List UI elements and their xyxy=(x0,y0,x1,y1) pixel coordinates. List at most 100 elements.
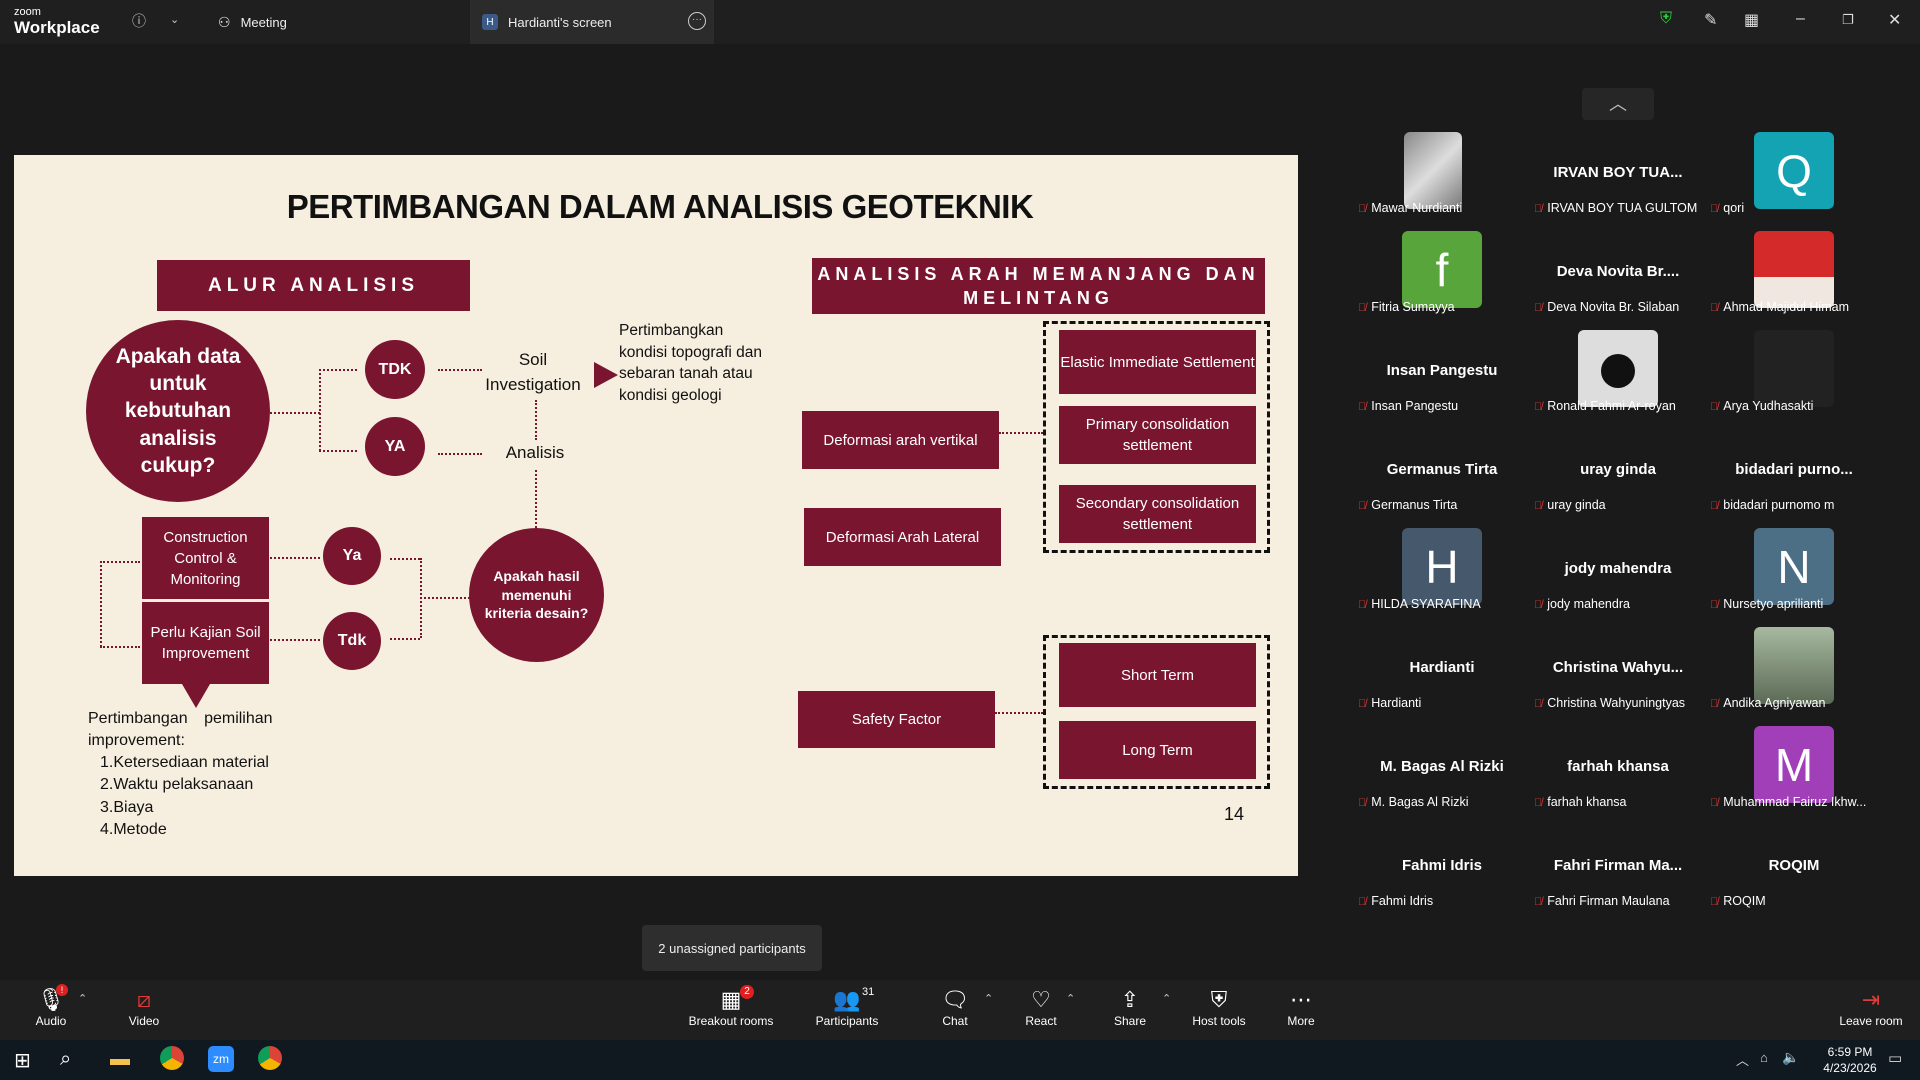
participant-name-label: 🎙̸Fahmi Idris xyxy=(1358,894,1530,908)
muted-mic-icon: 🎙̸ xyxy=(1358,797,1367,809)
video-button[interactable]: ⧄ Video xyxy=(99,986,189,1028)
leave-room-button[interactable]: ⇥ Leave room xyxy=(1826,986,1916,1028)
participant-label-text: jody mahendra xyxy=(1547,597,1630,611)
participant-tile[interactable]: 🎙̸Andika Agniyawan xyxy=(1706,616,1882,715)
participant-name-label: 🎙̸qori xyxy=(1710,201,1882,215)
title-bar: zoom Workplace ⓘ ⌄ ⚇ Meeting H Hardianti… xyxy=(0,0,1920,44)
chrome-icon-2[interactable] xyxy=(258,1046,282,1070)
participant-display-name: Hardianti xyxy=(1409,659,1475,676)
participant-tile[interactable]: uray ginda🎙̸uray ginda xyxy=(1530,418,1706,517)
participant-tile[interactable]: bidadari purno...🎙̸bidadari purnomo m xyxy=(1706,418,1882,517)
breakout-rooms-button[interactable]: ▦ Breakout rooms 2 xyxy=(686,985,776,1028)
long-term-box: Long Term xyxy=(1059,721,1256,779)
chat-button[interactable]: 🗨 Chat xyxy=(910,986,1000,1028)
participant-name-label: 🎙̸ROQIM xyxy=(1710,894,1882,908)
tab-screen-label: Hardianti's screen xyxy=(508,14,612,30)
brand-top: zoom xyxy=(14,6,41,18)
host-tools-button[interactable]: ⛨ Host tools xyxy=(1174,986,1264,1028)
participant-tile[interactable]: 🎙̸Arya Yudhasakti xyxy=(1706,319,1882,418)
slide-page-number: 14 xyxy=(1224,804,1245,824)
info-icon[interactable]: ⓘ xyxy=(132,13,146,29)
share-options-chevron-icon[interactable]: ⌃ xyxy=(1162,993,1172,1005)
audio-options-chevron-icon[interactable]: ⌃ xyxy=(78,993,88,1005)
notification-icon[interactable]: ▭ xyxy=(1888,1050,1903,1067)
clock-time: 6:59 PM xyxy=(1827,1045,1873,1059)
muted-mic-icon: 🎙̸ xyxy=(1710,203,1719,215)
participant-tile[interactable]: f🎙̸Fitria Sumayya xyxy=(1354,220,1530,319)
chat-options-chevron-icon[interactable]: ⌃ xyxy=(984,993,994,1005)
react-options-chevron-icon[interactable]: ⌃ xyxy=(1066,993,1076,1005)
alur-analisis-header: ALUR ANALISIS xyxy=(157,260,470,311)
audio-button[interactable]: 🎙 Audio ! xyxy=(6,984,96,1028)
connector xyxy=(438,369,482,371)
volume-icon[interactable]: 🔈 xyxy=(1782,1049,1800,1065)
participant-tile[interactable]: farhah khansa🎙̸farhah khansa xyxy=(1530,715,1706,814)
participant-tile[interactable]: Q🎙̸qori xyxy=(1706,121,1882,220)
connector xyxy=(390,558,420,560)
participant-tile[interactable]: IRVAN BOY TUA...🎙̸IRVAN BOY TUA GULTOM xyxy=(1530,121,1706,220)
annotate-pen-icon[interactable]: ✎ xyxy=(1704,12,1718,29)
tab-shared-screen[interactable]: H Hardianti's screen ··· xyxy=(470,0,714,44)
close-icon[interactable]: ✕ xyxy=(1888,12,1902,29)
clock[interactable]: 6:59 PM 4/23/2026 xyxy=(1810,1044,1890,1076)
more-button[interactable]: ⋯ More xyxy=(1256,986,1346,1028)
participant-tile[interactable]: Hardianti🎙̸Hardianti xyxy=(1354,616,1530,715)
participant-tile[interactable]: 🎙̸Mawar Nurdianti xyxy=(1354,121,1530,220)
participant-tile[interactable]: M. Bagas Al Rizki🎙̸M. Bagas Al Rizki xyxy=(1354,715,1530,814)
view-layout-icon[interactable]: ▦ xyxy=(1744,12,1760,29)
participant-display-name: Insan Pangestu xyxy=(1386,362,1498,379)
share-button[interactable]: ⇪ Share xyxy=(1085,986,1175,1028)
participant-tile[interactable]: Fahri Firman Ma...🎙̸Fahri Firman Maulana xyxy=(1530,814,1706,913)
muted-mic-icon: 🎙̸ xyxy=(1710,797,1719,809)
participant-tile[interactable]: M🎙̸Muhammad Fairuz Ikhw... xyxy=(1706,715,1882,814)
windows-start-icon[interactable]: ⊞ xyxy=(14,1050,31,1072)
participant-name-label: 🎙̸bidadari purnomo m xyxy=(1710,498,1882,512)
connector xyxy=(100,561,102,647)
analisis-label: Analisis xyxy=(505,443,565,462)
muted-mic-icon: 🎙̸ xyxy=(1358,302,1367,314)
participant-tile[interactable]: 🎙̸Ronald Fahmi Ar-royan xyxy=(1530,319,1706,418)
participant-tile[interactable]: jody mahendra🎙̸jody mahendra xyxy=(1530,517,1706,616)
participant-tile[interactable]: Christina Wahyu...🎙̸Christina Wahyuningt… xyxy=(1530,616,1706,715)
react-button[interactable]: ♡ React xyxy=(996,986,1086,1028)
chevron-up-icon[interactable]: ︿ xyxy=(1582,88,1654,120)
chrome-icon[interactable] xyxy=(160,1046,184,1070)
file-explorer-icon[interactable]: ▬ xyxy=(110,1048,130,1070)
more-options-icon[interactable]: ··· xyxy=(688,12,706,30)
participant-label-text: IRVAN BOY TUA GULTOM xyxy=(1547,201,1698,215)
participant-label-text: Nursetyo aprilianti xyxy=(1723,597,1824,611)
muted-mic-icon: 🎙̸ xyxy=(1534,302,1543,314)
participant-display-name: M. Bagas Al Rizki xyxy=(1380,758,1504,775)
chevron-down-icon[interactable]: ⌄ xyxy=(170,14,180,26)
leave-room-icon: ⇥ xyxy=(1861,987,1881,1012)
more-label: More xyxy=(1287,1014,1315,1028)
restore-icon[interactable]: ❐ xyxy=(1842,12,1854,27)
tray-chevron-icon[interactable]: ︿ xyxy=(1736,1053,1750,1068)
avatar-dark xyxy=(1754,330,1834,407)
tab-meeting[interactable]: ⚇ Meeting xyxy=(218,0,287,44)
participant-tile[interactable]: Insan Pangestu🎙̸Insan Pangestu xyxy=(1354,319,1530,418)
participants-button[interactable]: 👥 Participants 31 xyxy=(802,986,892,1028)
security-shield-icon[interactable]: ⛨ xyxy=(1660,10,1673,27)
participant-name-label: 🎙̸HILDA SYARAFINA xyxy=(1358,597,1530,611)
participant-label-text: Ahmad Majidul Himam xyxy=(1723,300,1849,314)
network-icon[interactable]: ⌂ xyxy=(1760,1050,1768,1065)
search-icon[interactable]: ⌕ xyxy=(60,1048,72,1070)
participant-tile[interactable]: 🎙̸Ahmad Majidul Himam xyxy=(1706,220,1882,319)
connector xyxy=(270,557,320,559)
participant-tile[interactable]: Germanus Tirta🎙̸Germanus Tirta xyxy=(1354,418,1530,517)
list-item: 4.Metode xyxy=(100,821,167,839)
muted-mic-icon: 🎙̸ xyxy=(1534,401,1543,413)
participant-tile[interactable]: N🎙̸Nursetyo aprilianti xyxy=(1706,517,1882,616)
participant-tile[interactable]: ROQIM🎙̸ROQIM xyxy=(1706,814,1882,913)
participant-tile[interactable]: Deva Novita Br....🎙̸Deva Novita Br. Sila… xyxy=(1530,220,1706,319)
leave-label: Leave room xyxy=(1839,1014,1903,1028)
zoom-app-icon[interactable]: zm xyxy=(208,1046,234,1072)
question-data-circle: Apakah data untuk kebutuhan analisis cuk… xyxy=(86,320,270,502)
participant-tile[interactable]: Fahmi Idris🎙̸Fahmi Idris xyxy=(1354,814,1530,913)
participant-name-label: 🎙̸Arya Yudhasakti xyxy=(1710,399,1882,413)
breakout-rooms-icon: ▦ xyxy=(720,987,742,1012)
participant-tile[interactable]: H🎙̸HILDA SYARAFINA xyxy=(1354,517,1530,616)
slide-title: PERTIMBANGAN DALAM ANALISIS GEOTEKNIK xyxy=(286,188,1034,225)
minimize-icon[interactable]: – xyxy=(1796,10,1805,27)
